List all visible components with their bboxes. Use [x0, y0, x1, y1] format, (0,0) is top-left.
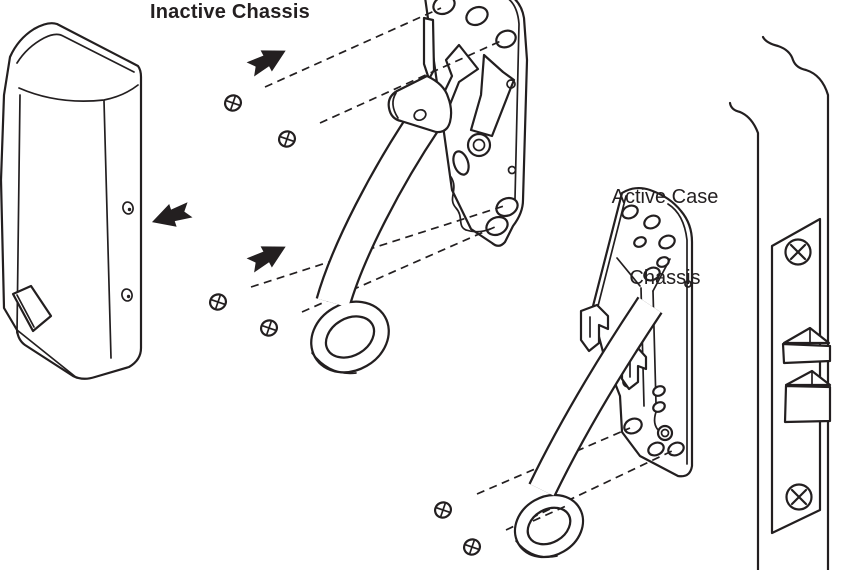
label-inactive-chassis: Inactive Chassis: [150, 1, 310, 23]
inactive-lock-linkage-arm: [469, 53, 516, 138]
cover-top-bevel: [16, 33, 135, 73]
label-active-line2: Chassis: [629, 267, 701, 289]
cover-shoulder-line: [18, 84, 139, 102]
mortise-faceplate: [770, 217, 822, 535]
cover-slot-inner-edge: [16, 294, 35, 328]
active-plate-flange-line: [596, 195, 627, 311]
leader-line: [319, 39, 504, 124]
active-chassis-handle: [513, 296, 663, 559]
latchbolt: [781, 326, 832, 365]
active-plate-thickness-line: [667, 203, 688, 465]
cover-screw-hole: [122, 201, 134, 215]
leader-line-through-ring: [532, 505, 567, 522]
label-active-case-chassis: Active Case Chassis: [577, 130, 753, 319]
inactive-chassis: [250, 0, 529, 375]
inactive-pivot-ring: [466, 132, 492, 158]
leader-line: [250, 205, 505, 288]
door-break-line-right: [761, 35, 830, 570]
cover-body: [0, 22, 143, 380]
machine-screw: [462, 537, 487, 556]
door-break-line-left: [728, 101, 760, 570]
faceplate-screw: [784, 238, 812, 266]
lever-cover: [0, 22, 143, 380]
machine-screw: [277, 129, 302, 148]
deadlatch-bolt: [783, 369, 832, 424]
assembly-arrow-icon: [246, 246, 286, 273]
machine-screw: [259, 318, 284, 337]
leader-line: [264, 7, 442, 88]
inactive-plate-thickness-line: [508, 0, 520, 200]
cover-bottom-edge: [16, 329, 78, 379]
leader-line: [301, 226, 496, 313]
machine-screw: [223, 93, 248, 112]
cover-slot: [11, 284, 53, 333]
label-active-line1: Active Case: [611, 186, 719, 208]
inactive-handle-hub: [387, 74, 453, 134]
cover-screw-hole: [121, 288, 133, 302]
handle-ring-thickness: [515, 540, 558, 558]
door-edge: [728, 35, 832, 570]
left-arrow-icon: [151, 202, 193, 227]
machine-screw: [433, 500, 458, 519]
faceplate-screw: [785, 483, 813, 511]
active-retainer-ring: [653, 411, 674, 442]
inactive-mechanism-blade: [422, 16, 436, 81]
handle-ring-thickness: [311, 352, 357, 375]
cover-right-crease: [103, 100, 112, 359]
inactive-chassis-handle: [310, 109, 440, 375]
active-chassis: [476, 186, 694, 559]
assembly-arrow-icon: [246, 50, 286, 77]
linkage-hole: [506, 79, 516, 89]
machine-screw: [208, 292, 233, 311]
active-mounting-tab: [579, 303, 610, 353]
